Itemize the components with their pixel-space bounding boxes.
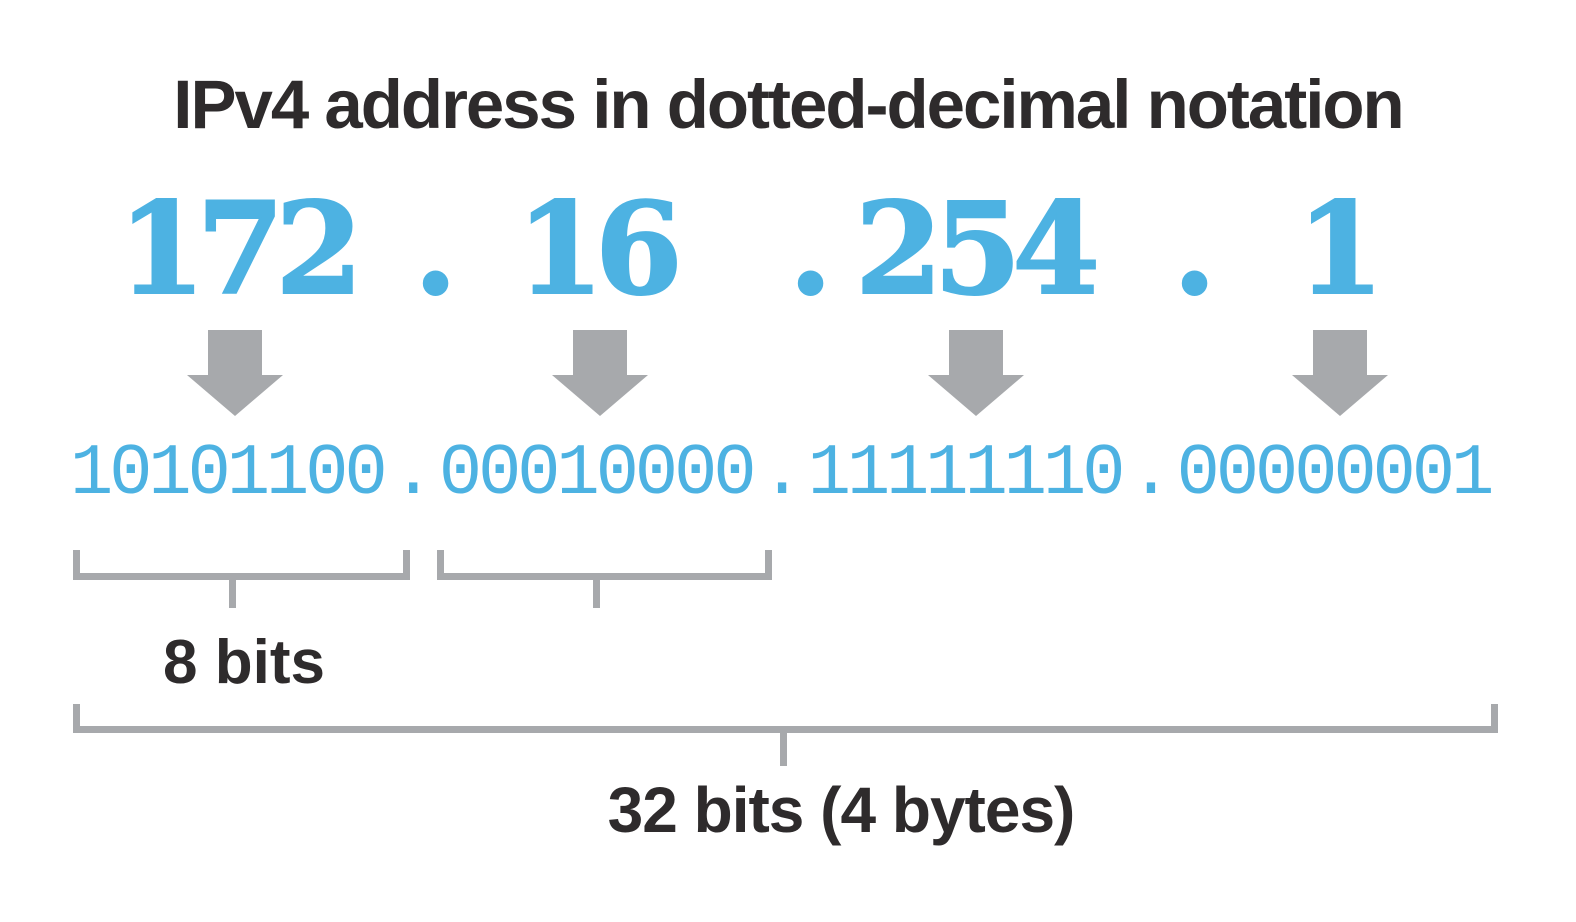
decimal-octet-4: 1 (1296, 175, 1386, 323)
octet-bits-bracket (437, 550, 772, 610)
decimal-separator-3: . (1172, 175, 1218, 323)
bracket-tick-right (765, 550, 772, 580)
bracket-tick-right (1491, 704, 1498, 733)
binary-octet-3: 11111110 (807, 433, 1126, 515)
down-arrow-head (1292, 375, 1388, 416)
binary-octet-1: 10101100 (70, 433, 388, 515)
down-arrow-icon (928, 330, 1024, 416)
binary-octet-4: 00000001 (1176, 433, 1495, 515)
binary-separator-1: . (391, 433, 435, 515)
bracket-bar (73, 573, 410, 580)
octet-bits-bracket (73, 550, 410, 610)
down-arrow-icon (187, 330, 283, 416)
bracket-tick-middle (229, 573, 236, 608)
down-arrow-stem (208, 330, 262, 375)
decimal-separator-2: . (788, 175, 834, 323)
bracket-tick-right (403, 550, 410, 580)
total-bits-bracket (73, 704, 1498, 766)
diagram-title: IPv4 address in dotted-decimal notation (173, 66, 1404, 143)
down-arrow-head (187, 375, 283, 416)
down-arrow-stem (573, 330, 627, 375)
binary-separator-3: . (1129, 433, 1172, 515)
binary-octet-2: 00010000 (438, 433, 757, 515)
total-bits-label: 32 bits (4 bytes) (607, 774, 1076, 846)
octet-bits-label: 8 bits (163, 628, 325, 697)
down-arrow-icon (1292, 330, 1388, 416)
bracket-tick-middle (780, 726, 787, 766)
decimal-octet-1: 172 (117, 175, 364, 323)
bracket-tick-left (73, 550, 80, 580)
bracket-tick-left (437, 550, 444, 580)
down-arrow-stem (949, 330, 1003, 375)
binary-address: 10101100.00010000.11111110.00000001 (70, 438, 1494, 510)
bracket-tick-left (73, 704, 80, 733)
decimal-octet-2: 16 (515, 175, 683, 323)
down-arrow-head (552, 375, 648, 416)
bracket-bar (437, 573, 772, 580)
decimal-octet-3: 254 (854, 175, 1101, 323)
down-arrow-head (928, 375, 1024, 416)
down-arrow-stem (1313, 330, 1367, 375)
binary-separator-2: . (760, 433, 804, 515)
decimal-separator-1: . (413, 175, 459, 323)
bracket-tick-middle (593, 573, 600, 608)
down-arrow-icon (552, 330, 648, 416)
